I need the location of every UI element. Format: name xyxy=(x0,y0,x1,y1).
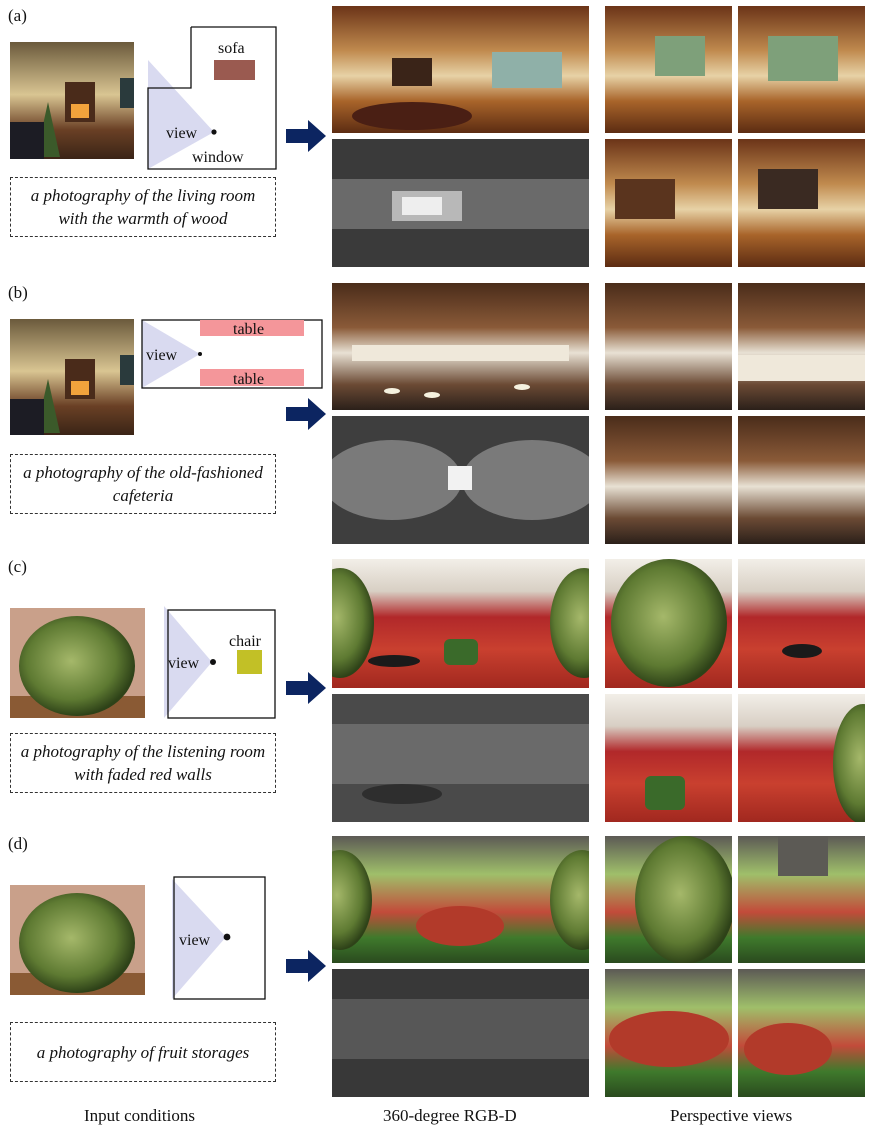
arrow-icon xyxy=(286,398,326,430)
view-cone xyxy=(164,606,212,718)
layout-plan-c: chair view xyxy=(164,606,276,719)
object-label: chair xyxy=(229,633,262,650)
panorama-rgb-c xyxy=(332,559,589,688)
arrow-icon xyxy=(286,120,326,152)
arrow-icon xyxy=(286,950,326,982)
perspective-view-a2 xyxy=(738,6,865,133)
window-label: window xyxy=(192,149,244,166)
input-image-apple-room xyxy=(10,885,145,995)
perspective-view-c1 xyxy=(605,559,732,688)
table-bottom-label: table xyxy=(233,371,264,388)
view-point xyxy=(211,129,217,135)
perspective-view-d4 xyxy=(738,969,865,1097)
object-label: sofa xyxy=(218,40,245,57)
panorama-depth-c xyxy=(332,694,589,822)
perspective-view-a4 xyxy=(738,139,865,267)
perspective-view-c2 xyxy=(738,559,865,688)
perspective-view-b2 xyxy=(738,283,865,410)
perspective-view-c4 xyxy=(738,694,865,822)
panorama-rgb-a xyxy=(332,6,589,133)
panorama-depth-a xyxy=(332,139,589,267)
panorama-depth-b xyxy=(332,416,589,544)
column-label-perspective: Perspective views xyxy=(670,1106,793,1125)
view-point xyxy=(210,659,216,665)
column-label-input: Input conditions xyxy=(84,1106,195,1125)
panorama-depth-d xyxy=(332,969,589,1097)
sofa-box xyxy=(214,60,255,80)
panorama-rgb-d xyxy=(332,836,589,963)
row-label-d: (d) xyxy=(8,834,28,853)
panorama-rgb-b xyxy=(332,283,589,410)
row-label-a: (a) xyxy=(8,6,27,25)
perspective-view-b4 xyxy=(738,416,865,544)
input-image-living-room xyxy=(10,42,134,159)
perspective-view-b3 xyxy=(605,416,732,544)
view-cone xyxy=(172,879,226,999)
text-prompt-d: a photography of fruit storages xyxy=(10,1022,276,1082)
view-label: view xyxy=(146,347,178,364)
arrow-icon xyxy=(286,672,326,704)
row-label-c: (c) xyxy=(8,557,27,576)
view-point xyxy=(223,933,231,941)
chair-box xyxy=(237,650,262,674)
view-cone xyxy=(142,320,200,388)
view-cone xyxy=(148,60,214,169)
input-image-apple-room xyxy=(10,608,145,718)
input-image-living-room xyxy=(10,319,134,435)
view-label: view xyxy=(166,125,198,142)
column-label-rgbd: 360-degree RGB-D xyxy=(383,1106,517,1125)
perspective-view-b1 xyxy=(605,283,732,410)
layout-plan-d: view xyxy=(172,876,266,1000)
table-box-bottom xyxy=(200,369,304,386)
view-label: view xyxy=(179,932,211,949)
perspective-view-d2 xyxy=(738,836,865,963)
perspective-view-a3 xyxy=(605,139,732,267)
layout-plan-b: table table view xyxy=(141,319,323,389)
text-prompt-b: a photography of the old-fashioned cafet… xyxy=(10,454,276,514)
text-prompt-a: a photography of the living room with th… xyxy=(10,177,276,237)
text-prompt-c: a photography of the listening room with… xyxy=(10,733,276,793)
table-box-top xyxy=(200,320,304,336)
perspective-view-d1 xyxy=(605,836,732,963)
perspective-view-d3 xyxy=(605,969,732,1097)
view-label: view xyxy=(168,655,200,672)
perspective-view-a1 xyxy=(605,6,732,133)
layout-plan-a: sofa view window xyxy=(147,26,277,170)
perspective-view-c3 xyxy=(605,694,732,822)
row-label-b: (b) xyxy=(8,283,28,302)
table-top-label: table xyxy=(233,321,264,338)
view-point xyxy=(198,352,202,356)
